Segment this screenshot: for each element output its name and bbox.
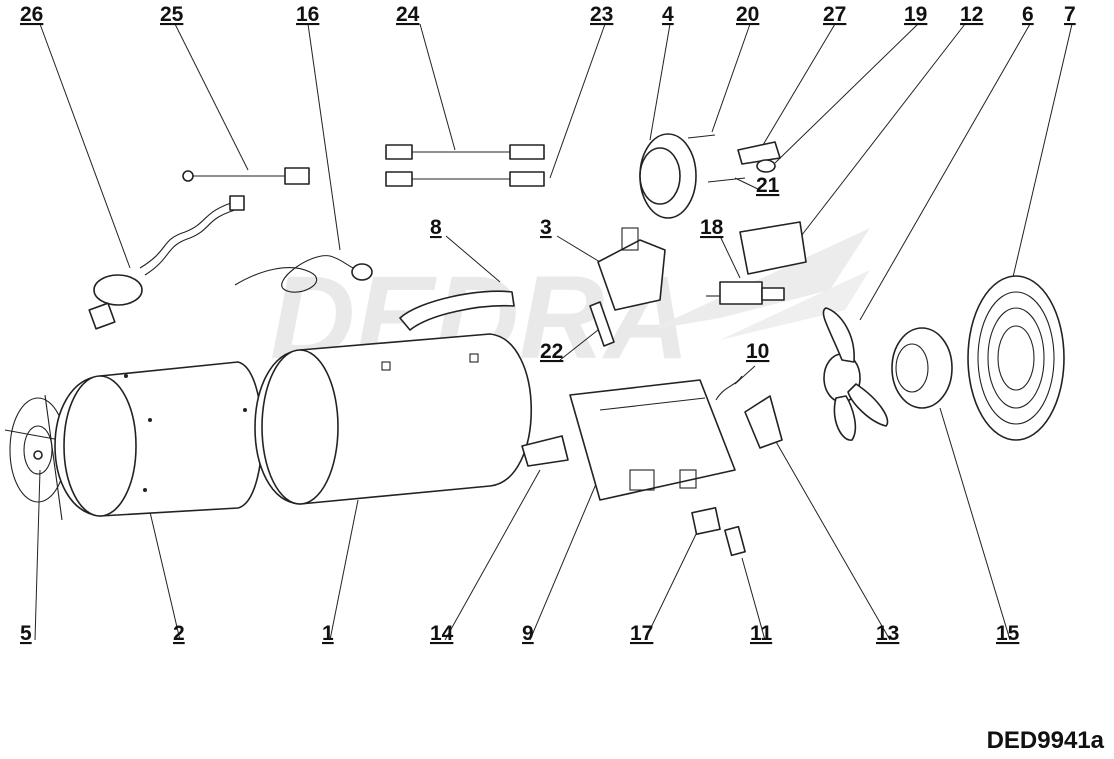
callout-22: 22 xyxy=(540,340,563,363)
watermark-swoosh-2 xyxy=(720,270,870,340)
part-gas-valve xyxy=(706,281,785,305)
callout-1: 1 xyxy=(322,622,334,645)
part-fan-blade xyxy=(822,307,889,441)
callout-11: 11 xyxy=(750,622,773,645)
part-switch-cover xyxy=(744,395,783,449)
callout-3: 3 xyxy=(540,216,552,239)
callout-16: 16 xyxy=(296,3,319,26)
callout-10: 10 xyxy=(746,340,769,363)
part-spring-clip xyxy=(715,375,743,401)
drawing-code: DED9941a xyxy=(987,727,1105,754)
part-rear-housing xyxy=(54,361,263,517)
part-burner-bracket xyxy=(597,227,666,311)
callout-21: 21 xyxy=(756,174,780,197)
callout-6: 6 xyxy=(1022,3,1034,26)
watermark-swoosh xyxy=(650,228,870,330)
part-carry-handle xyxy=(399,290,515,331)
part-rocker-switch xyxy=(691,506,721,536)
callout-19: 19 xyxy=(904,3,927,26)
callout-27: 27 xyxy=(823,3,846,26)
callout-2: 2 xyxy=(173,622,185,645)
part-gas-nozzle xyxy=(589,301,615,347)
callout-4: 4 xyxy=(662,3,674,26)
part-thermocouple xyxy=(182,167,310,185)
part-gas-regulator xyxy=(88,195,245,330)
callout-15: 15 xyxy=(996,622,1020,645)
callout-labels: 26 25 16 24 23 4 20 27 19 12 6 7 21 8 3 … xyxy=(20,3,1076,645)
callout-5: 5 xyxy=(20,622,32,645)
callout-23: 23 xyxy=(590,3,613,26)
part-main-housing xyxy=(254,333,533,505)
part-ignition-unit xyxy=(639,133,716,219)
callout-8: 8 xyxy=(430,216,442,239)
part-knob xyxy=(724,525,746,557)
callout-24: 24 xyxy=(396,3,420,26)
callout-14: 14 xyxy=(430,622,454,645)
part-small-brackets xyxy=(707,141,781,183)
part-motor xyxy=(891,327,953,409)
callout-13: 13 xyxy=(876,622,899,645)
part-base-chassis xyxy=(569,379,736,501)
part-foot xyxy=(521,435,569,467)
callout-18: 18 xyxy=(700,216,724,239)
callout-17: 17 xyxy=(630,622,653,645)
part-wire-harness xyxy=(385,144,545,187)
callout-26: 26 xyxy=(20,3,43,26)
part-front-grille xyxy=(967,275,1065,441)
callout-20: 20 xyxy=(736,3,759,26)
callout-25: 25 xyxy=(160,3,184,26)
callout-7: 7 xyxy=(1064,3,1076,26)
part-cover-plate xyxy=(739,221,807,275)
part-power-cable xyxy=(234,255,373,293)
callout-9: 9 xyxy=(522,622,534,645)
callout-12: 12 xyxy=(960,3,983,26)
